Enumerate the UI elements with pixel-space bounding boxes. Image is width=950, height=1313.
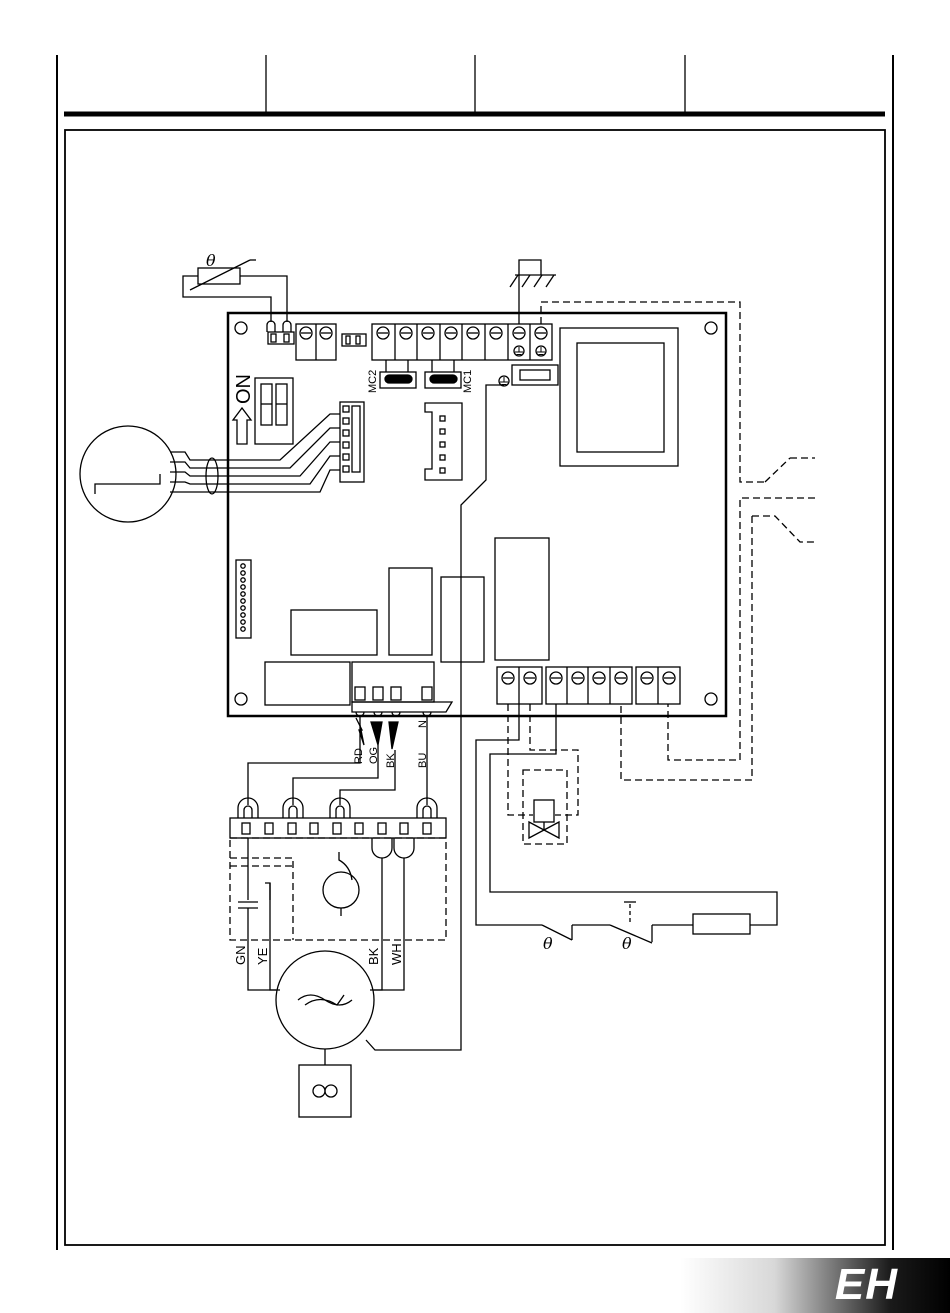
corner-badge-text: EH [835,1260,898,1310]
motor-bk-label: BK [366,947,381,965]
wire-bu-label: BU [417,753,429,768]
neutral-wire [366,385,504,1050]
corner-badge: EH [680,1258,950,1313]
motor-gn-label: GN [233,946,248,966]
motor-wh-label: WH [389,943,404,965]
dip-on-label: ON [233,374,255,404]
earth-marks [500,347,545,385]
thermal-protector [323,852,359,916]
wire-bk-label: BK [385,753,397,768]
thermostat-theta-1: θ [543,934,553,953]
header-frame [57,55,893,1250]
fan-dashed-box [230,838,446,940]
thermostat-theta-2: θ [622,934,632,953]
motor-ye-label: YE [255,947,270,965]
external-dashed-wiring [508,302,815,844]
earth-symbol [510,260,556,324]
capacitor [238,838,280,990]
motor-sensor [80,414,340,522]
fan-motor [276,951,374,1117]
thermostat-circuit [476,704,777,943]
wire-og-label: OG [368,747,380,764]
thermistor-theta: θ [206,251,216,270]
mc1-label: MC1 [462,370,474,393]
wire-n-label: N [417,720,429,728]
control-board [228,313,726,716]
thermistor [183,260,291,332]
valve [529,800,559,838]
mc2-label: MC2 [367,370,379,393]
wire-rd-label: RD [353,748,365,764]
